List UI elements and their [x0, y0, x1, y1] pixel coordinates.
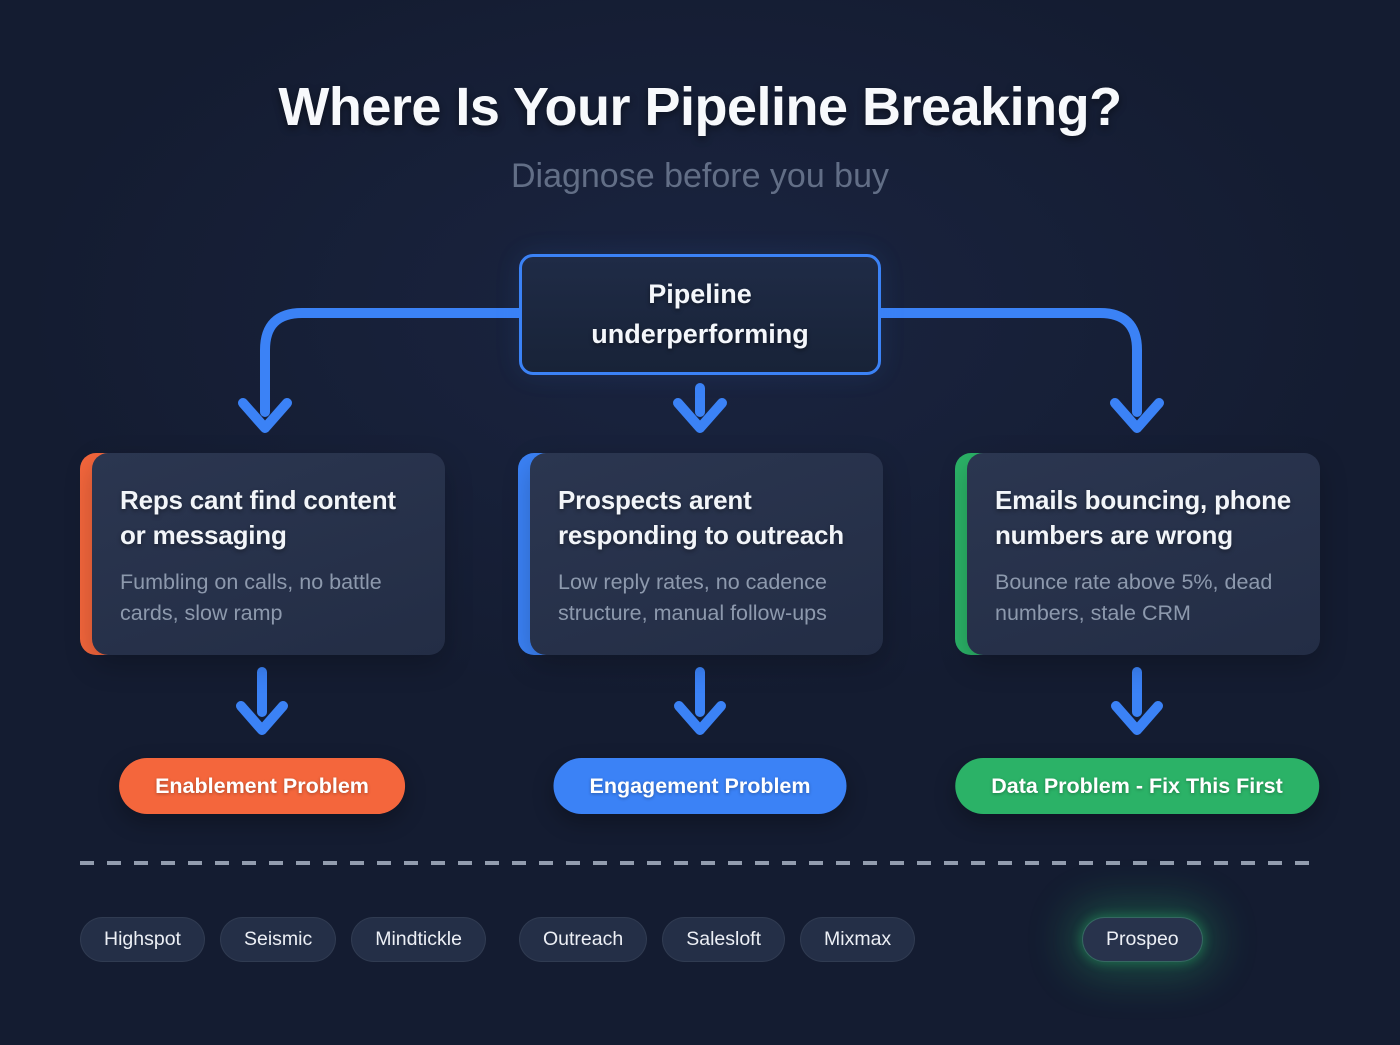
symptom-title: Prospects arent responding to outreach	[558, 485, 844, 551]
tool-tag: Mixmax	[800, 917, 916, 962]
connector-right	[876, 308, 1142, 417]
connector-left	[260, 308, 524, 417]
arrowhead-left	[238, 398, 292, 433]
symptom-title: Reps cant find content or messaging	[120, 485, 396, 551]
tool-tag: Highspot	[80, 917, 205, 962]
page-title: Where Is Your Pipeline Breaking?	[278, 77, 1122, 137]
outcome-label: Engagement Problem	[589, 773, 811, 798]
card-panel: Prospects arent responding to outreach L…	[530, 453, 883, 655]
outcome-label: Enablement Problem	[155, 773, 369, 798]
card-panel: Reps cant find content or messaging Fumb…	[92, 453, 445, 655]
tool-tags-data: Prospeo	[1082, 917, 1203, 962]
symptom-detail: Fumbling on calls, no battle cards, slow…	[120, 570, 382, 625]
tool-tag: Outreach	[519, 917, 648, 962]
symptom-title: Emails bouncing, phone numbers are wrong	[995, 485, 1292, 551]
tool-tag: Mindtickle	[351, 917, 486, 962]
outcome-label: Data Problem - Fix This First	[991, 773, 1283, 798]
symptom-card-engagement: Prospects arent responding to outreach L…	[518, 453, 883, 655]
card-panel: Emails bouncing, phone numbers are wrong…	[967, 453, 1320, 655]
tool-tag: Seismic	[219, 917, 337, 962]
outcome-pill-engagement: Engagement Problem	[553, 758, 847, 814]
symptom-card-data: Emails bouncing, phone numbers are wrong…	[955, 453, 1320, 655]
page-subtitle: Diagnose before you buy	[510, 157, 890, 195]
outcome-pill-data: Data Problem - Fix This First	[955, 758, 1319, 814]
tool-tag: Prospeo	[1082, 917, 1203, 962]
symptom-detail: Bounce rate above 5%, dead numbers, stal…	[995, 570, 1273, 625]
symptom-detail: Low reply rates, no cadence structure, m…	[558, 570, 827, 625]
outcome-pill-enablement: Enablement Problem	[119, 758, 405, 814]
tool-tag: Salesloft	[662, 917, 786, 962]
symptom-card-enablement: Reps cant find content or messaging Fumb…	[80, 453, 445, 655]
root-node: Pipeline underperforming	[519, 254, 881, 375]
arrowhead-right	[1110, 398, 1164, 433]
arrowhead-engagement-outcome	[674, 701, 726, 735]
arrowhead-data-outcome	[1111, 701, 1163, 735]
arrowhead-enablement-outcome	[236, 701, 288, 735]
tool-tags-enablement: Highspot Seismic Mindtickle	[80, 917, 486, 962]
root-node-label: Pipeline underperforming	[591, 279, 809, 349]
tool-tags-engagement: Outreach Salesloft Mixmax	[519, 917, 916, 962]
arrowhead-middle	[673, 398, 727, 433]
